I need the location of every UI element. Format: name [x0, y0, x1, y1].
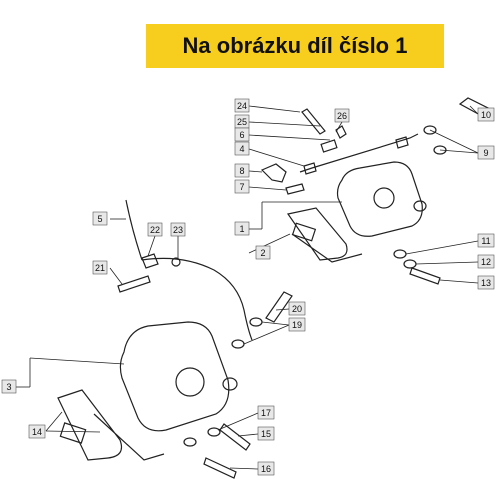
label-part-23: 23: [170, 222, 186, 237]
washer-9b: [433, 145, 447, 155]
washer-19b: [231, 339, 245, 349]
label-part-15: 15: [257, 426, 275, 441]
label-part-12: 12: [477, 254, 495, 269]
label-part-20: 20: [288, 301, 306, 316]
label-part-26: 26: [334, 108, 350, 123]
upper-brake-pipe: [299, 133, 419, 173]
leader-lines: [16, 105, 479, 470]
label-part-10: 10: [477, 107, 495, 122]
lower-pads: [57, 389, 165, 461]
svg-text:25: 25: [237, 117, 247, 127]
upper-caliper-piston: [373, 187, 395, 209]
label-part-22: 22: [147, 222, 163, 237]
svg-text:2: 2: [260, 248, 265, 258]
lower-caliper-port: [222, 377, 238, 391]
upper-pipe-clamp: [320, 139, 338, 153]
hose-clip-22: [141, 253, 159, 269]
bolt-20: [265, 291, 293, 323]
label-part-8: 8: [234, 163, 250, 178]
label-part-21: 21: [92, 260, 108, 275]
svg-text:21: 21: [95, 263, 105, 273]
clip-23: [171, 257, 181, 267]
label-part-5: 5: [92, 211, 108, 226]
title-banner: Na obrázku díl číslo 1: [146, 24, 444, 68]
washer-19a: [249, 317, 263, 327]
bolt-13: [409, 267, 441, 285]
svg-text:5: 5: [97, 214, 102, 224]
clip-26: [335, 125, 347, 139]
lower-caliper: [119, 321, 230, 432]
svg-text:3: 3: [6, 382, 11, 392]
part-number-labels: 24 25 6 4 8 7 1 2 26 10 9 11 12 13 5 22 …: [1, 98, 495, 476]
label-part-9: 9: [477, 145, 495, 160]
label-part-14: 14: [28, 424, 46, 439]
label-part-25: 25: [234, 114, 250, 129]
svg-text:11: 11: [481, 236, 490, 246]
svg-text:23: 23: [173, 225, 183, 235]
upper-pads: [286, 207, 363, 263]
svg-text:24: 24: [237, 101, 247, 111]
washer-12: [403, 259, 417, 269]
bolt-7: [285, 183, 305, 195]
upper-caliper-port: [413, 200, 427, 212]
svg-text:19: 19: [292, 320, 302, 330]
upper-pipe-fitting: [303, 136, 409, 175]
label-part-19: 19: [288, 317, 306, 332]
washer-9a: [423, 125, 437, 135]
lower-pad-friction: [59, 422, 87, 444]
washer-17b: [183, 437, 197, 447]
bolt-15: [219, 423, 251, 451]
svg-text:8: 8: [239, 166, 244, 176]
label-part-13: 13: [477, 275, 495, 290]
svg-text:17: 17: [261, 408, 271, 418]
label-part-11: 11: [477, 233, 495, 248]
upper-caliper: [336, 161, 423, 237]
svg-text:14: 14: [32, 427, 42, 437]
svg-text:22: 22: [150, 225, 160, 235]
label-part-2: 2: [255, 245, 271, 260]
svg-text:16: 16: [261, 464, 271, 474]
bolt-24: [301, 108, 326, 135]
label-part-6: 6: [234, 127, 250, 142]
svg-text:20: 20: [292, 304, 302, 314]
svg-text:13: 13: [481, 278, 491, 288]
bracket-8: [260, 163, 287, 183]
svg-text:7: 7: [239, 182, 244, 192]
upper-pad-friction: [291, 222, 317, 242]
bolt-16: [203, 457, 237, 479]
svg-text:9: 9: [483, 148, 488, 158]
svg-text:15: 15: [261, 429, 271, 439]
svg-text:6: 6: [239, 130, 244, 140]
label-part-24: 24: [234, 98, 250, 113]
svg-text:26: 26: [337, 111, 347, 121]
svg-text:4: 4: [239, 144, 244, 154]
screw-21: [117, 275, 151, 293]
label-part-1: 1: [234, 221, 250, 236]
label-part-7: 7: [234, 179, 250, 194]
lower-caliper-piston: [175, 367, 205, 397]
label-part-16: 16: [257, 461, 275, 476]
label-part-3: 3: [1, 379, 17, 394]
label-part-17: 17: [257, 405, 275, 420]
washer-17: [207, 427, 221, 437]
drawing-parts: [57, 97, 489, 479]
lower-brake-hose: [125, 199, 253, 341]
label-part-4: 4: [234, 141, 250, 156]
svg-text:12: 12: [481, 257, 491, 267]
svg-text:1: 1: [239, 224, 244, 234]
washer-11: [393, 249, 407, 259]
svg-text:10: 10: [481, 110, 491, 120]
